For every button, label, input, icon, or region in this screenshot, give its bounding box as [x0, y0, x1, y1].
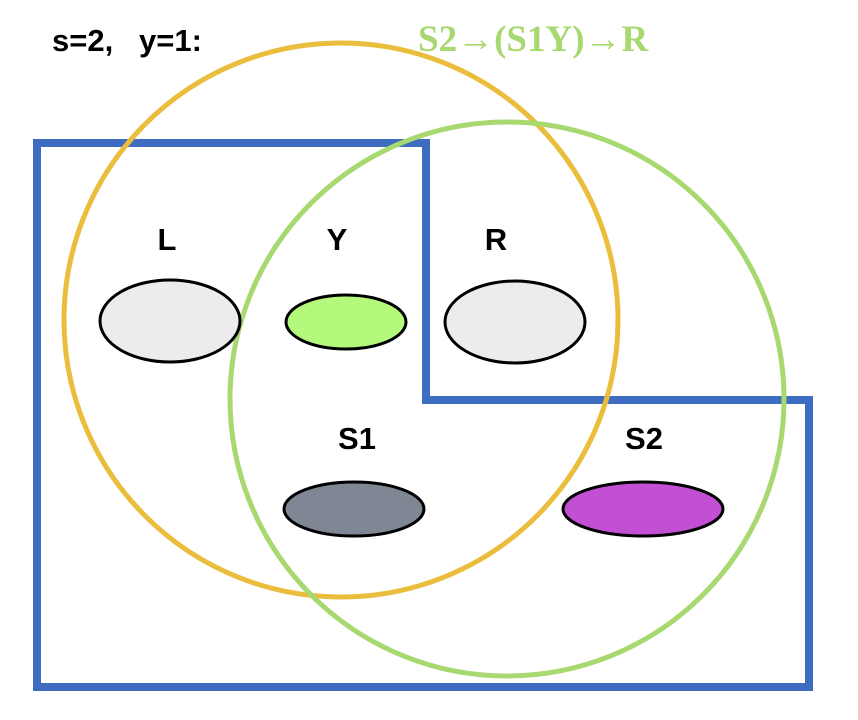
node-Y: [284, 293, 408, 351]
blue-boundary: [33, 139, 813, 691]
node-R: [443, 279, 587, 365]
node-L: [98, 278, 242, 364]
orange-circle: [61, 40, 621, 600]
region-label-Y: Y: [327, 222, 348, 257]
region-label-S1: S1: [338, 421, 376, 456]
node-S1: [282, 480, 426, 538]
region-label-R: R: [485, 222, 507, 257]
node-S2: [561, 480, 725, 538]
region-label-L: L: [158, 222, 177, 257]
region-label-S2: S2: [625, 421, 663, 456]
green-circle: [227, 119, 787, 679]
params-label: s=2, y=1:: [52, 23, 202, 58]
sequence-label: S2→(S1Y)→R: [418, 19, 650, 60]
